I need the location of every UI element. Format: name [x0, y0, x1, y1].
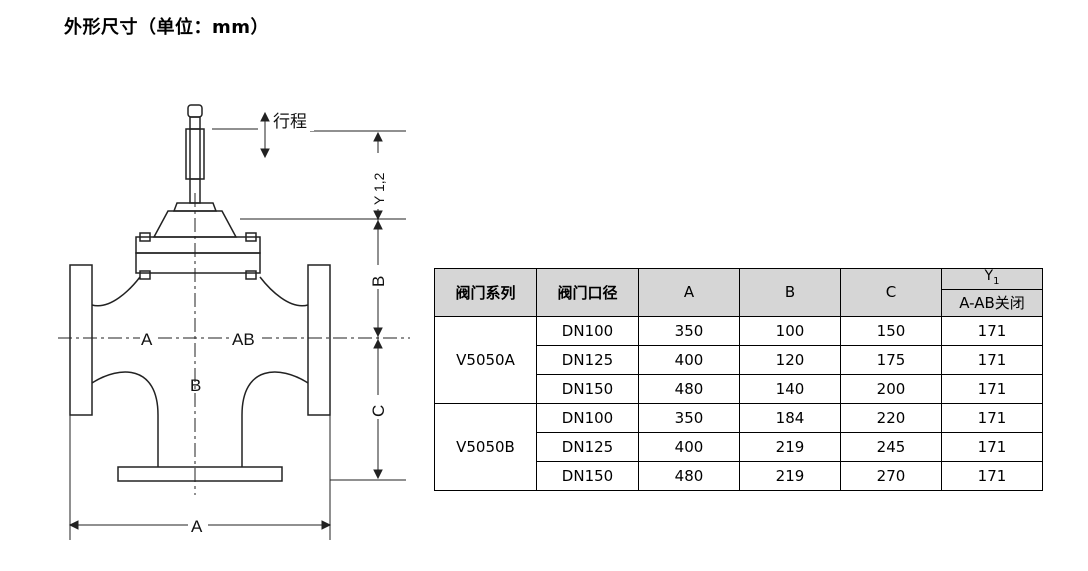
series-cell: V5050A — [434, 315, 537, 404]
stem-knob — [187, 104, 203, 118]
upper-flange-top — [135, 236, 261, 254]
c-cell: 245 — [840, 431, 942, 462]
y1-cell: 171 — [941, 460, 1043, 491]
c-cell: 150 — [840, 315, 942, 346]
y12-label: Y 1,2 — [371, 172, 387, 205]
header-a: A — [638, 268, 740, 317]
header-size: 阀门口径 — [536, 268, 639, 317]
table-row: DN150 480 140 200 171 — [435, 373, 1043, 404]
a-cell: 400 — [638, 344, 740, 375]
table-row: V5050A DN100 350 100 150 171 — [434, 315, 1043, 404]
y1-cell: 171 — [941, 402, 1043, 433]
series-cell: V5050B — [434, 402, 537, 491]
header-b: B — [739, 268, 841, 317]
size-cell: DN100 — [536, 315, 639, 346]
size-cell: DN125 — [536, 431, 639, 462]
b-cell: 219 — [739, 460, 841, 491]
y1-cell: 171 — [941, 373, 1043, 404]
a-cell: 350 — [638, 402, 740, 433]
a-cell: 480 — [638, 460, 740, 491]
size-cell: DN100 — [536, 402, 639, 433]
a-cell: 350 — [638, 315, 740, 346]
port-a-label: A — [141, 330, 153, 349]
c-cell: 270 — [840, 460, 942, 491]
a-cell: 400 — [638, 431, 740, 462]
size-cell: DN150 — [536, 373, 639, 404]
y1-cell: 171 — [941, 344, 1043, 375]
table-row: DN150 480 219 270 171 — [435, 460, 1043, 491]
b-cell: 120 — [739, 344, 841, 375]
bottom-flange — [117, 466, 283, 482]
a-cell: 480 — [638, 373, 740, 404]
port-ab-label: AB — [232, 330, 255, 349]
table-row: V5050B DN100 350 184 220 171 — [434, 402, 1043, 491]
y1-cell: 171 — [941, 431, 1043, 462]
b-cell: 140 — [739, 373, 841, 404]
header-y1-detail: A-AB关闭 — [941, 288, 1043, 317]
valve-drawing-svg: 行程 Y 1,2 B C A AB B A — [58, 104, 410, 540]
right-flange — [307, 264, 331, 416]
left-flange — [69, 264, 93, 416]
upper-flange-bottom — [135, 252, 261, 274]
b-cell: 184 — [739, 402, 841, 433]
dimension-table: 阀门系列 阀门口径 A B C Y1 A-AB关闭 V5050A DN100 3… — [434, 268, 1043, 491]
table-row: DN125 400 120 175 171 — [435, 344, 1043, 375]
b-cell: 100 — [739, 315, 841, 346]
stem-collar — [189, 116, 201, 130]
b-dimension-label: B — [369, 276, 388, 287]
header-series: 阀门系列 — [434, 268, 537, 317]
a-dimension-label: A — [191, 517, 203, 536]
stem-cylinder — [185, 128, 205, 180]
page-title: 外形尺寸（单位：mm） — [64, 17, 270, 38]
header-y1: Y1 — [941, 268, 1043, 290]
c-cell: 175 — [840, 344, 942, 375]
table-row: DN125 400 219 245 171 — [435, 431, 1043, 462]
size-cell: DN150 — [536, 460, 639, 491]
size-cell: DN125 — [536, 344, 639, 375]
y1-cell: 171 — [941, 315, 1043, 346]
c-dimension-label: C — [369, 405, 388, 417]
c-cell: 220 — [840, 402, 942, 433]
valve-dimension-drawing: 行程 Y 1,2 B C A AB B A — [40, 95, 440, 555]
stroke-label: 行程 — [273, 112, 307, 131]
port-b-label: B — [190, 376, 201, 395]
header-c: C — [840, 268, 942, 317]
b-cell: 219 — [739, 431, 841, 462]
c-cell: 200 — [840, 373, 942, 404]
